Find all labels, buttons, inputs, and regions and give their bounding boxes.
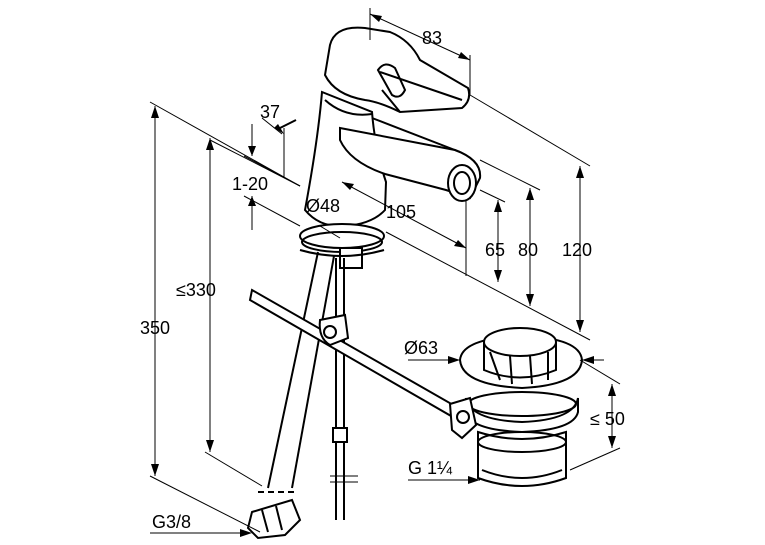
dim-37: 37: [260, 102, 280, 122]
base-nut: [339, 247, 363, 269]
dim-max-50: ≤ 50: [590, 409, 625, 429]
faucet-assembly: [279, 26, 482, 269]
dim-105: 105: [386, 202, 416, 222]
dim-83: 83: [422, 28, 442, 48]
dim-350: 350: [140, 318, 170, 338]
dim-65: 65: [485, 240, 505, 260]
spout-top-edge: [371, 117, 461, 153]
dimension-labels: 83 37 1-20 Ø48 105 65 80 120 ≤330 350 Ø6…: [140, 28, 625, 532]
dimension-lines: [149, 8, 621, 537]
aerator-inner: [453, 171, 471, 195]
pop-up-rod: [279, 119, 297, 129]
aerator: [447, 164, 477, 202]
waste-plug: [483, 327, 557, 357]
lever-handle: [323, 26, 471, 114]
dim-1-20: 1-20: [232, 174, 268, 194]
lever-grip: [376, 63, 407, 98]
dim-diameter-48: Ø48: [306, 196, 340, 216]
waste-pivot: [448, 396, 478, 440]
supply-fitting: [246, 498, 302, 540]
pop-up-waste: [448, 327, 584, 487]
dim-120: 120: [562, 240, 592, 260]
waste-body: [465, 397, 579, 434]
rod-clip: [332, 427, 348, 443]
waste-tail: [477, 430, 567, 487]
dim-g-1-1-4: G 1¼: [408, 458, 453, 478]
body-contour: [324, 99, 373, 116]
supply-hose: [246, 251, 464, 540]
dim-g-3-8: G3/8: [152, 512, 191, 532]
dim-max-330: ≤330: [176, 280, 216, 300]
lever-handle-edge: [379, 71, 463, 113]
base-thread: [299, 249, 385, 257]
dim-80: 80: [518, 240, 538, 260]
dim-diameter-63: Ø63: [404, 338, 438, 358]
